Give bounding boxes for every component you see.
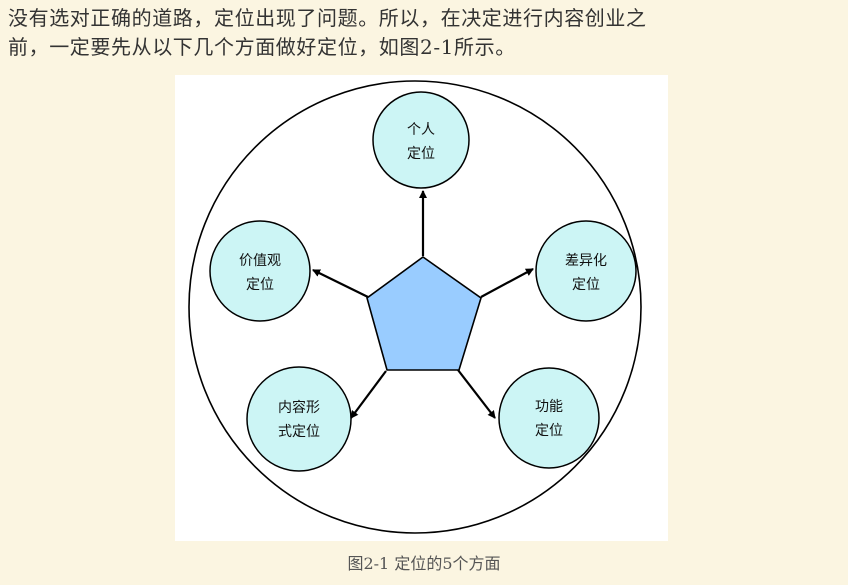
node-differentiation: 差异化 定位 xyxy=(535,220,637,322)
node-function-label-line1: 功能 xyxy=(535,399,563,415)
node-values-circle xyxy=(209,220,311,322)
arrow-to-function xyxy=(457,369,496,419)
figure-caption: 图2-1 定位的5个方面 xyxy=(347,554,501,573)
center-pentagon xyxy=(366,256,482,371)
node-personal-label-line2: 定位 xyxy=(407,146,435,162)
body-paragraph: 没有选对正确的道路，定位出现了问题。所以，在决定进行内容创业之 前，一定要先从以… xyxy=(8,4,840,62)
node-content-form-circle xyxy=(246,366,352,472)
arrow-to-differentiation xyxy=(480,268,534,298)
node-differentiation-circle xyxy=(535,220,637,322)
arrow-to-values xyxy=(312,269,369,298)
node-function: 功能 定位 xyxy=(498,367,600,469)
node-values: 价值观 定位 xyxy=(209,220,311,322)
node-function-circle xyxy=(498,367,600,469)
node-personal: 个人 定位 xyxy=(372,91,470,189)
node-content-form: 内容形 式定位 xyxy=(246,366,352,472)
paragraph-line: 没有选对正确的道路，定位出现了问题。所以，在决定进行内容创业之 xyxy=(8,6,647,30)
node-content-form-label-line1: 内容形 xyxy=(278,399,320,416)
node-personal-label-line1: 个人 xyxy=(407,122,435,138)
paragraph-line: 前，一定要先从以下几个方面做好定位，如图2-1所示。 xyxy=(8,35,516,59)
node-differentiation-label-line1: 差异化 xyxy=(565,253,607,269)
node-values-label-line1: 价值观 xyxy=(239,253,281,269)
outer-circle xyxy=(188,80,642,534)
positioning-diagram: 个人 定位 差异化 定位 功能 定位 内容形 式定位 价值观 定位 xyxy=(188,80,642,534)
node-personal-circle xyxy=(372,91,470,189)
node-function-label-line2: 定位 xyxy=(535,423,563,439)
node-content-form-label-line2: 式定位 xyxy=(278,424,320,440)
node-differentiation-label-line2: 定位 xyxy=(572,277,600,293)
node-values-label-line2: 定位 xyxy=(246,277,274,293)
figure-container: 个人 定位 差异化 定位 功能 定位 内容形 式定位 价值观 定位 xyxy=(175,75,668,541)
arrow-to-content-form xyxy=(350,370,387,419)
